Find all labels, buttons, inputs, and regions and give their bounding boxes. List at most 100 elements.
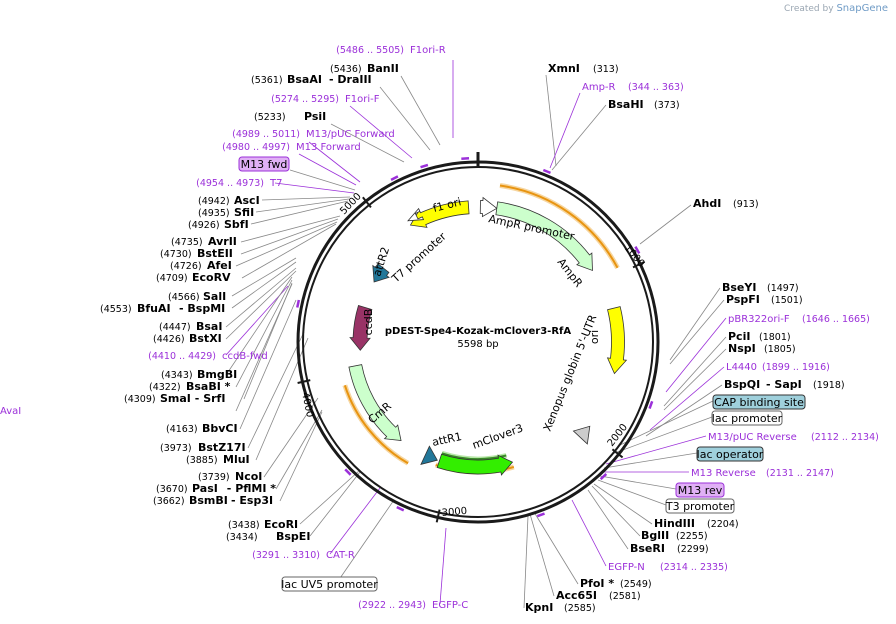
label-box-5: M13 rev: [678, 484, 723, 497]
label-t-pos-27: (3739): [198, 472, 230, 483]
label-t-pos-21: (4322): [149, 382, 181, 393]
leader-line: [669, 287, 721, 361]
label-t-name-12: BstEII: [197, 247, 233, 260]
label-box-3: lac promoter: [712, 412, 783, 425]
leader-line: [275, 409, 323, 490]
feature-xenopus-utr: [572, 425, 591, 445]
leader-line: [603, 452, 698, 469]
feature-label-attr1: attR1: [431, 430, 463, 449]
label-box-0: M13 fwd: [241, 158, 288, 171]
leader-line: [523, 515, 529, 609]
leader-line: [335, 499, 395, 585]
leader-line: [225, 270, 297, 340]
label-t-name-1: BanII: [367, 62, 399, 75]
mark-egfp-c: [396, 505, 405, 512]
leader-line: [669, 299, 725, 365]
label-t-name-36: BsaHI: [608, 98, 644, 111]
label-t-pos-26: (3885): [186, 455, 218, 466]
label-t-pos-18: (4426): [153, 334, 185, 345]
feature-mclover3: [436, 453, 514, 476]
label-t-pos-13: (4726): [170, 261, 202, 272]
label-t-name-48: BglII: [641, 529, 669, 542]
tick-label-1000: 1000: [622, 243, 647, 270]
label-t-pos-0: (5486 .. 5505): [336, 45, 404, 56]
label-t-pos-50: (2314 .. 2335): [660, 562, 728, 573]
label-t-pos-37: (913): [733, 199, 759, 210]
feature-attr2: [372, 263, 390, 283]
label-t-pos-17: (4447): [159, 322, 191, 333]
leader-line: [240, 218, 339, 255]
leader-line: [247, 331, 305, 449]
label-t-pos-36: (373): [654, 100, 680, 111]
leader-line: [329, 487, 381, 555]
label-t-pos-24: (4163): [166, 424, 198, 435]
label-t-name-18: BstXI: [189, 332, 222, 345]
leader-line: [289, 169, 356, 191]
label-t-pos-30: (3438): [228, 520, 260, 531]
feature-label-ori: ori: [588, 330, 601, 344]
leader-line: [225, 285, 289, 356]
feature-ampr-promoter-start: [479, 196, 498, 218]
snapgene-brand: Created by SnapGene: [784, 3, 888, 14]
label-t-name-21: BsaBI *: [186, 380, 231, 393]
mark-misc-2: [648, 400, 654, 409]
feature-label-mclover3: mClover3: [471, 421, 525, 451]
label-t-pos-11: (4735): [171, 237, 203, 248]
feature-attr1: [420, 445, 438, 465]
label-t-name-2b: - DraIII: [329, 73, 372, 86]
label-t-pos-3: (5274 .. 5295): [271, 94, 339, 105]
leader-line: [663, 336, 727, 407]
leader-line: [298, 153, 357, 186]
feature-cmr: [348, 364, 402, 441]
label-t-name-9: SfiI: [234, 206, 254, 219]
leader-line: [255, 198, 350, 213]
label-t-pos-28: (3670): [156, 484, 188, 495]
label-t-pos-38: (1497): [767, 283, 799, 294]
label-t-pos-16: (4553): [100, 304, 132, 315]
label-t-name-10: SbfI: [224, 218, 249, 231]
label-t-pos-2: (5361): [251, 75, 283, 86]
brand-prefix: Created by: [784, 4, 834, 14]
label-t-name-32: CAT-R: [326, 550, 355, 561]
label-t-pos-12: (4730): [160, 249, 192, 260]
label-t-name-53: KpnI: [525, 601, 553, 614]
mark-ccdb-fwd: [296, 299, 301, 308]
label-t-name-6: M13 Forward: [296, 142, 361, 153]
label-t-name-5: M13/pUC Forward: [306, 129, 395, 140]
box-box-1: [281, 576, 378, 592]
leader-line: [274, 182, 355, 194]
label-t-pos-52: (2581): [609, 591, 641, 602]
leader-line: [235, 283, 293, 412]
leader-line: [231, 261, 297, 309]
label-t-name-28b: - PflMI *: [227, 482, 276, 495]
tick-3000: [435, 509, 441, 523]
label-t-pos-49: (2299): [677, 544, 709, 555]
leader-line: [240, 215, 341, 243]
label-t-pos-29: (3662): [153, 496, 185, 507]
box-box-4: [696, 446, 764, 462]
label-t-pos-7: (4954 .. 4973): [196, 178, 264, 189]
feature-ampr: [495, 201, 593, 272]
leader-line: [439, 527, 447, 605]
label-t-name-14: EcoRV: [192, 271, 231, 284]
label-t-name-40: pBR322ori-F: [728, 314, 790, 325]
label-box-4: lac operator: [697, 448, 764, 461]
label-t-name-34: XmnI: [548, 62, 580, 75]
arc-ampr-outer: [499, 184, 619, 269]
label-t-name-33: EGFP-C: [432, 600, 468, 611]
leader-line: [231, 257, 297, 297]
label-t-pos-31: (3434): [226, 532, 258, 543]
label-t-name-3: F1ori-F: [345, 94, 380, 105]
label-t-pos-39: (1501): [771, 295, 803, 306]
label-t-pos-9: (4935): [198, 208, 230, 219]
leader-line: [639, 204, 692, 245]
box-box-0: [238, 156, 290, 172]
label-t-name-44b: - SapI: [766, 378, 802, 391]
mark-f1ori-f: [420, 163, 429, 169]
feature-f1-ori: [409, 200, 470, 228]
label-box-1: lac UV5 promoter: [281, 578, 378, 591]
label-t-name-27: NcoI: [235, 470, 262, 483]
label-t-name-16: BfuAI: [137, 302, 171, 315]
label-t-name-15: SalI: [203, 290, 226, 303]
label-t-pos-1: (5436): [330, 64, 362, 75]
